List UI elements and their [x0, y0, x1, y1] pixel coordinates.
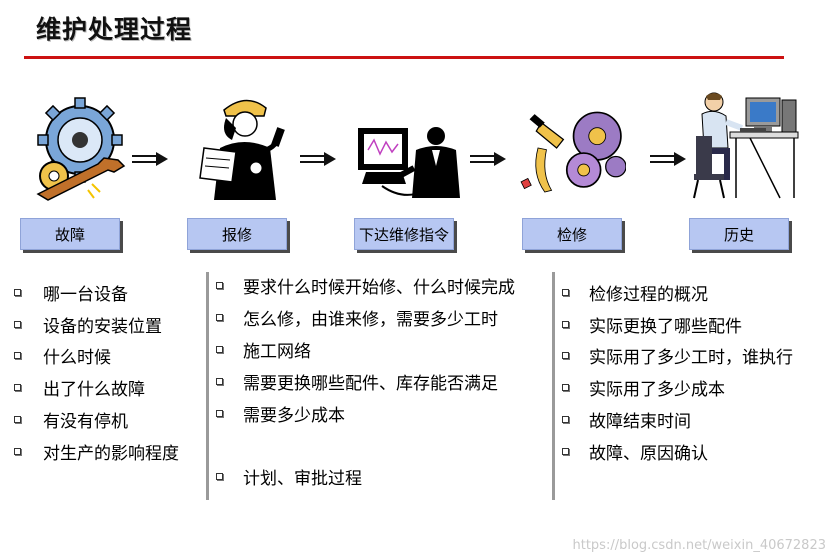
- bullet-icon: [216, 473, 223, 480]
- step-box-repair: 检修: [522, 218, 622, 250]
- bullet-icon: [216, 314, 223, 321]
- list-item: 施工网络: [216, 337, 311, 362]
- list-item: 对生产的影响程度: [14, 439, 179, 464]
- flow-arrow-icon: [650, 152, 686, 166]
- list-item: 故障、原因确认: [562, 439, 708, 464]
- list-item: 实际用了多少成本: [562, 375, 725, 400]
- bullet-icon: [14, 384, 21, 391]
- gear-wrench-icon: [36, 97, 126, 201]
- list-item: 出了什么故障: [14, 375, 145, 400]
- step-box-dispatch: 下达维修指令: [354, 218, 454, 250]
- bullet-icon: [216, 346, 223, 353]
- manager-computer-icon: [358, 127, 460, 198]
- title-divider: [24, 56, 784, 59]
- list-item: 要求什么时候开始修、什么时候完成: [216, 273, 515, 298]
- list-item: 设备的安装位置: [14, 312, 162, 337]
- bullet-icon: [562, 321, 569, 328]
- list-item: 实际更换了哪些配件: [562, 312, 742, 337]
- column-divider: [206, 272, 209, 500]
- operator-desk-icon: [693, 92, 799, 199]
- bullet-icon: [562, 416, 569, 423]
- page-title: 维护处理过程: [36, 15, 193, 44]
- flow-arrow-icon: [300, 152, 336, 166]
- list-item: 什么时候: [14, 343, 111, 368]
- bullet-icon: [14, 321, 21, 328]
- bullet-icon: [216, 410, 223, 417]
- list-item: 有没有停机: [14, 407, 128, 432]
- step-box-history: 历史: [689, 218, 789, 250]
- list-item: 哪一台设备: [14, 280, 128, 305]
- bullet-icon: [562, 289, 569, 296]
- bullet-icon: [562, 448, 569, 455]
- list-item: 需要更换哪些配件、库存能否满足: [216, 369, 498, 394]
- step-box-fault: 故障: [20, 218, 120, 250]
- list-item: 故障结束时间: [562, 407, 691, 432]
- list-item: 实际用了多少工时，谁执行: [562, 343, 793, 368]
- list-item: 需要多少成本: [216, 401, 345, 426]
- watermark: https://blog.csdn.net/weixin_40672823: [572, 538, 826, 553]
- bullet-icon: [216, 282, 223, 289]
- bullet-icon: [14, 416, 21, 423]
- bullet-icon: [14, 448, 21, 455]
- step-box-report: 报修: [187, 218, 287, 250]
- bullet-icon: [216, 378, 223, 385]
- bullet-icon: [562, 352, 569, 359]
- list-item: 怎么修，由谁来修，需要多少工时: [216, 305, 498, 330]
- list-item: 检修过程的概况: [562, 280, 708, 305]
- list-item: 计划、审批过程: [216, 464, 362, 489]
- flow-arrow-icon: [132, 152, 168, 166]
- bullet-icon: [14, 352, 21, 359]
- worker-phone-icon: [199, 99, 285, 200]
- column-divider: [552, 272, 555, 500]
- bullet-icon: [562, 384, 569, 391]
- repair-tools-icon: [520, 111, 626, 193]
- flow-arrow-icon: [470, 152, 506, 166]
- bullet-icon: [14, 289, 21, 296]
